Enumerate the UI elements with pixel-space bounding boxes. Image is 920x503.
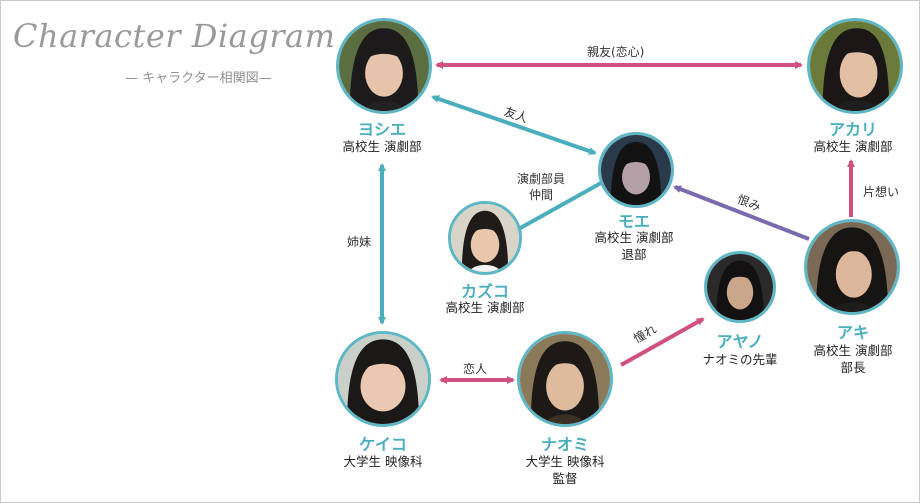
desc-kazuko: 高校生 演劇部 bbox=[445, 300, 525, 315]
link-naomi-ayano bbox=[620, 317, 705, 367]
avatar-akari bbox=[807, 18, 903, 114]
label-moe-kazuko-1: 演劇部員 bbox=[516, 172, 565, 186]
avatar-ayano bbox=[704, 251, 776, 323]
desc-moe: 高校生 演劇部 bbox=[594, 230, 674, 245]
avatar-yoshie bbox=[336, 18, 432, 114]
diagram-title: Character Diagram bbox=[13, 17, 336, 55]
label-aki-akari: 片想い bbox=[863, 185, 900, 199]
diagram-subtitle: — キャラクター相関図— bbox=[125, 71, 272, 86]
desc-naomi: 大学生 映像科 bbox=[525, 454, 605, 469]
label-yoshie-keiko: 姉妹 bbox=[347, 235, 372, 249]
avatar-keiko bbox=[335, 331, 431, 427]
desc-naomi-2: 監督 bbox=[552, 471, 578, 486]
name-moe: モエ bbox=[617, 212, 650, 231]
portrait-icon bbox=[707, 254, 773, 320]
desc-aki-2: 部長 bbox=[840, 360, 866, 375]
portrait-icon bbox=[451, 204, 519, 272]
portrait-icon bbox=[520, 334, 610, 424]
name-aki: アキ bbox=[836, 323, 869, 342]
avatar-aki bbox=[804, 219, 900, 315]
avatar-moe bbox=[598, 132, 674, 208]
desc-keiko: 大学生 映像科 bbox=[343, 454, 423, 469]
desc-yoshie: 高校生 演劇部 bbox=[342, 139, 422, 154]
label-moe-kazuko-2: 仲間 bbox=[528, 188, 553, 202]
desc-aki: 高校生 演劇部 bbox=[813, 343, 893, 358]
name-akari: アカリ bbox=[828, 120, 877, 139]
avatar-kazuko bbox=[448, 201, 522, 275]
avatar-naomi bbox=[517, 331, 613, 427]
link-aki-moe bbox=[673, 185, 810, 241]
desc-akari: 高校生 演劇部 bbox=[813, 139, 893, 154]
portrait-icon bbox=[338, 334, 428, 424]
link-yoshie-moe bbox=[431, 95, 597, 155]
label-yoshie-akari: 親友(恋心) bbox=[587, 45, 645, 59]
link-moe-kazuko bbox=[513, 181, 602, 233]
portrait-icon bbox=[601, 135, 671, 205]
portrait-icon bbox=[810, 21, 900, 111]
name-naomi: ナオミ bbox=[540, 435, 589, 454]
portrait-icon bbox=[339, 21, 429, 111]
desc-moe-2: 退部 bbox=[621, 247, 647, 262]
name-kazuko: カズコ bbox=[460, 282, 509, 301]
desc-ayano: ナオミの先輩 bbox=[702, 352, 778, 367]
label-keiko-naomi: 恋人 bbox=[463, 362, 488, 376]
name-ayano: アヤノ bbox=[716, 332, 764, 351]
name-yoshie: ヨシエ bbox=[357, 120, 406, 139]
name-keiko: ケイコ bbox=[359, 435, 407, 454]
portrait-icon bbox=[807, 222, 897, 312]
